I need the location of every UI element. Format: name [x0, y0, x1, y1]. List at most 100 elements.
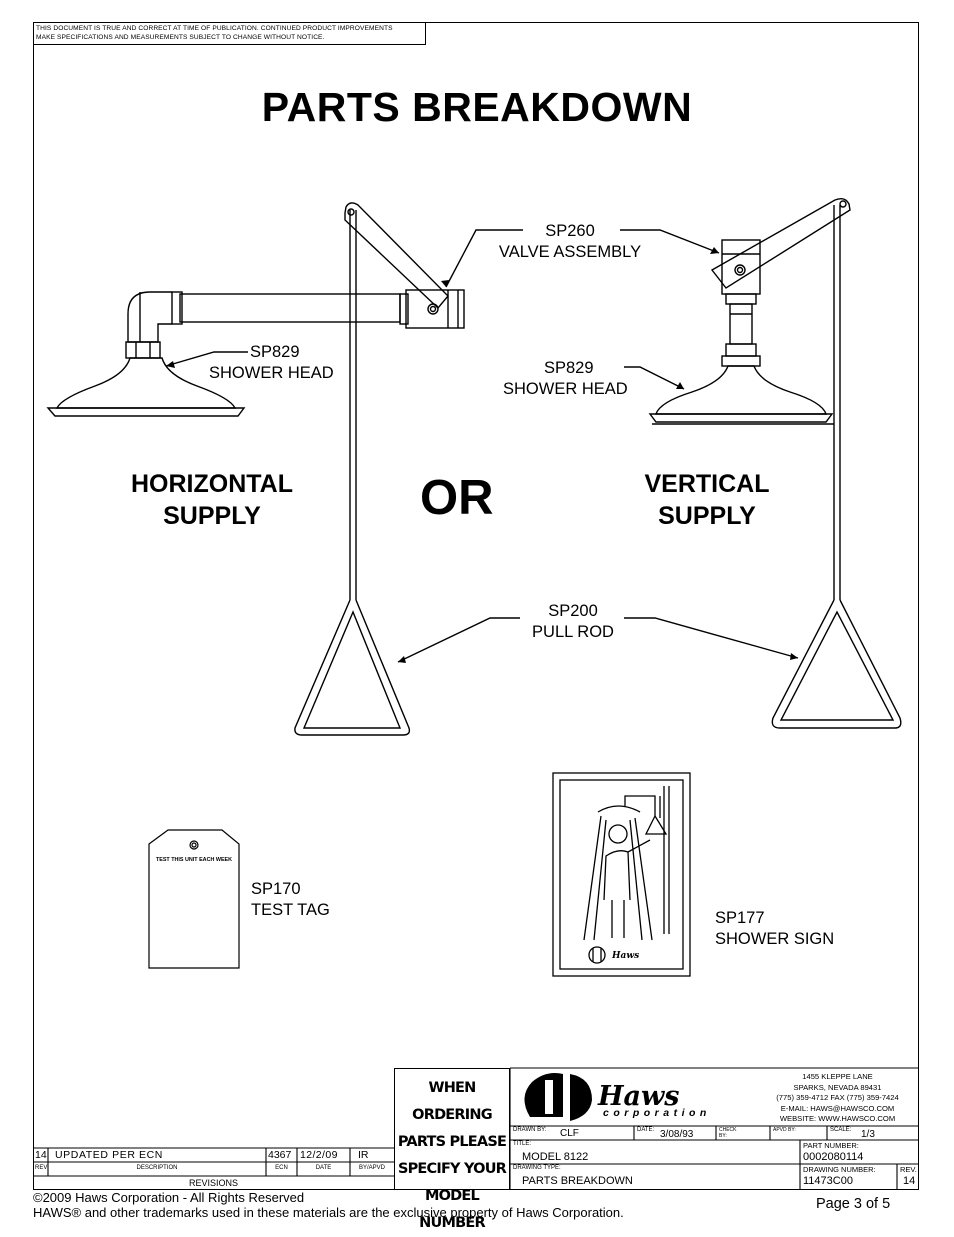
revision-rev: 14 — [35, 1149, 47, 1161]
right-shower-head — [655, 365, 827, 415]
sign-name: SHOWER SIGN — [715, 930, 835, 948]
right-pull-triangle-outer — [771, 599, 902, 729]
notice-line-2: MAKE SPECIFICATIONS AND MEASUREMENTS SUB… — [36, 34, 325, 41]
sign-brand: Haws — [611, 951, 639, 961]
date-label: DATE: — [637, 1127, 655, 1133]
page-title: PARTS BREAKDOWN — [261, 84, 693, 130]
sign-code: SP177 — [715, 909, 765, 927]
left-pull-arm — [344, 202, 449, 310]
address-line-2: SPARKS, NEVADA 89431 — [793, 1082, 882, 1092]
callout-shower-sign: SP177 SHOWER SIGN — [715, 908, 834, 950]
revisions-caption: REVISIONS — [188, 1178, 238, 1188]
right-arm-pivot — [839, 200, 847, 208]
leader-rod-left — [397, 617, 520, 663]
leader-head-right — [624, 366, 685, 390]
right-supply-pipe — [729, 303, 753, 345]
callout-shower-head-left: SP829 SHOWER HEAD — [209, 342, 334, 384]
ordering-line-3: SPECIFY YOUR — [397, 1161, 507, 1177]
left-pull-triangle-outer — [294, 599, 411, 736]
callout-test-tag: SP170 TEST TAG — [251, 879, 330, 921]
copyright: ©2009 Haws Corporation - All Rights Rese… — [33, 1190, 305, 1205]
ordering-line-2: PARTS PLEASE — [397, 1134, 507, 1150]
pipe-elbow — [127, 291, 172, 343]
leader-valve-left — [445, 229, 523, 288]
notice-line-1: THIS DOCUMENT IS TRUE AND CORRECT AT TIM… — [36, 25, 393, 32]
horizontal-pipe — [179, 293, 401, 323]
head-right-code: SP829 — [544, 359, 594, 377]
callout-pull-rod: SP200 PULL ROD — [506, 601, 640, 643]
haws-logo-sub: corporation — [603, 1107, 711, 1119]
haws-logo-word: Haws — [597, 1081, 679, 1112]
title-label: TITLE: — [513, 1141, 532, 1147]
right-pull-triangle-inner — [779, 610, 895, 721]
drawing-type-value: PARTS BREAKDOWN — [522, 1175, 633, 1187]
drawn-by-label: DRAWN BY: — [513, 1127, 547, 1133]
apvd-label: APVD BY: — [773, 1127, 796, 1133]
company-website: WEBSITE: WWW.HAWSCO.COM — [779, 1114, 896, 1123]
title-value: MODEL 8122 — [522, 1151, 589, 1163]
leader-head-left — [165, 351, 248, 367]
drawing-number-label: DRAWING NUMBER: — [803, 1165, 876, 1174]
horizontal-supply-label: HORIZONTAL SUPPLY — [112, 468, 312, 532]
vertical-supply-label: VERTICAL SUPPLY — [607, 468, 807, 532]
left-valve-cap — [399, 293, 409, 325]
shower-sign — [552, 772, 691, 977]
date-header: DATE — [315, 1165, 332, 1171]
head-left-code: SP829 — [250, 343, 300, 361]
left-pull-triangle-inner — [302, 610, 402, 729]
ordering-note: WHEN ORDERING PARTS PLEASE SPECIFY YOUR … — [394, 1068, 510, 1231]
description-header: DESCRIPTION — [136, 1165, 178, 1171]
test-tag — [148, 829, 240, 969]
right-valve-nut — [734, 264, 746, 276]
vertical-line-1: VERTICAL — [644, 470, 770, 498]
left-valve-body — [405, 289, 465, 329]
ecn-header: ECN — [275, 1165, 288, 1171]
revision-date: 12/2/09 — [300, 1149, 338, 1161]
scale-value: 1/3 — [861, 1129, 875, 1140]
drawn-by-value: CLF — [560, 1128, 579, 1139]
drawing-type-label: DRAWING TYPE: — [513, 1165, 561, 1171]
company-email: E-MAIL: HAWS@HAWSCO.COM — [780, 1103, 895, 1113]
rev-value: 14 — [903, 1175, 916, 1187]
pull-rod-name: PULL ROD — [532, 623, 614, 641]
trademark-notice: HAWS® and other trademarks used in these… — [33, 1205, 624, 1220]
leader-valve-right — [620, 229, 720, 254]
rev-label: REV. — [900, 1165, 917, 1174]
check-label: CHECK BY: — [719, 1127, 737, 1139]
horizontal-line-2: SUPPLY — [163, 502, 261, 530]
company-address: 1455 KLEPPE LANE SPARKS, NEVADA 89431 (7… — [760, 1072, 915, 1125]
head-left-name: SHOWER HEAD — [209, 364, 334, 382]
tag-name: TEST TAG — [251, 901, 330, 919]
revision-description: UPDATED PER ECN — [55, 1149, 163, 1161]
leader-rod-right — [624, 617, 799, 659]
vertical-line-2: SUPPLY — [658, 502, 756, 530]
right-head-nut — [721, 355, 761, 367]
drawing-number-value: 11473C00 — [803, 1175, 853, 1187]
pull-rod-code: SP200 — [548, 602, 598, 620]
rev-header: REV — [35, 1165, 48, 1171]
by-header: BY/APVD — [358, 1165, 385, 1171]
left-head-rim — [46, 407, 246, 417]
revision-by: IR — [358, 1149, 369, 1161]
page-number: Page 3 of 5 — [816, 1196, 891, 1212]
ordering-line-4: MODEL NUMBER — [419, 1188, 485, 1231]
company-phone: (775) 359-4712 FAX (775) 359-7424 — [776, 1093, 899, 1102]
left-arm-pivot — [347, 208, 355, 216]
ordering-line-1: WHEN ORDERING — [412, 1080, 492, 1123]
revision-ecn: 4367 — [268, 1149, 292, 1161]
haws-logo — [524, 1073, 592, 1121]
left-head-nut — [125, 341, 161, 359]
valve-code: SP260 — [545, 222, 595, 240]
footer-text: ©2009 Haws Corporation - All Rights Rese… — [33, 1190, 624, 1220]
tag-text: TEST THIS UNIT EACH WEEK — [156, 857, 232, 863]
horizontal-line-1: HORIZONTAL — [130, 470, 293, 498]
valve-name: VALVE ASSEMBLY — [498, 243, 642, 261]
disclaimer-notice: THIS DOCUMENT IS TRUE AND CORRECT AT TIM… — [33, 22, 426, 45]
date-value: 3/08/93 — [660, 1129, 694, 1140]
part-number-label: PART NUMBER: — [803, 1141, 859, 1150]
address-line-1: 1455 KLEPPE LANE — [802, 1072, 873, 1081]
or-label: OR — [420, 471, 494, 525]
callout-valve-assembly: SP260 VALVE ASSEMBLY — [489, 221, 651, 263]
right-pull-arm — [710, 197, 851, 289]
